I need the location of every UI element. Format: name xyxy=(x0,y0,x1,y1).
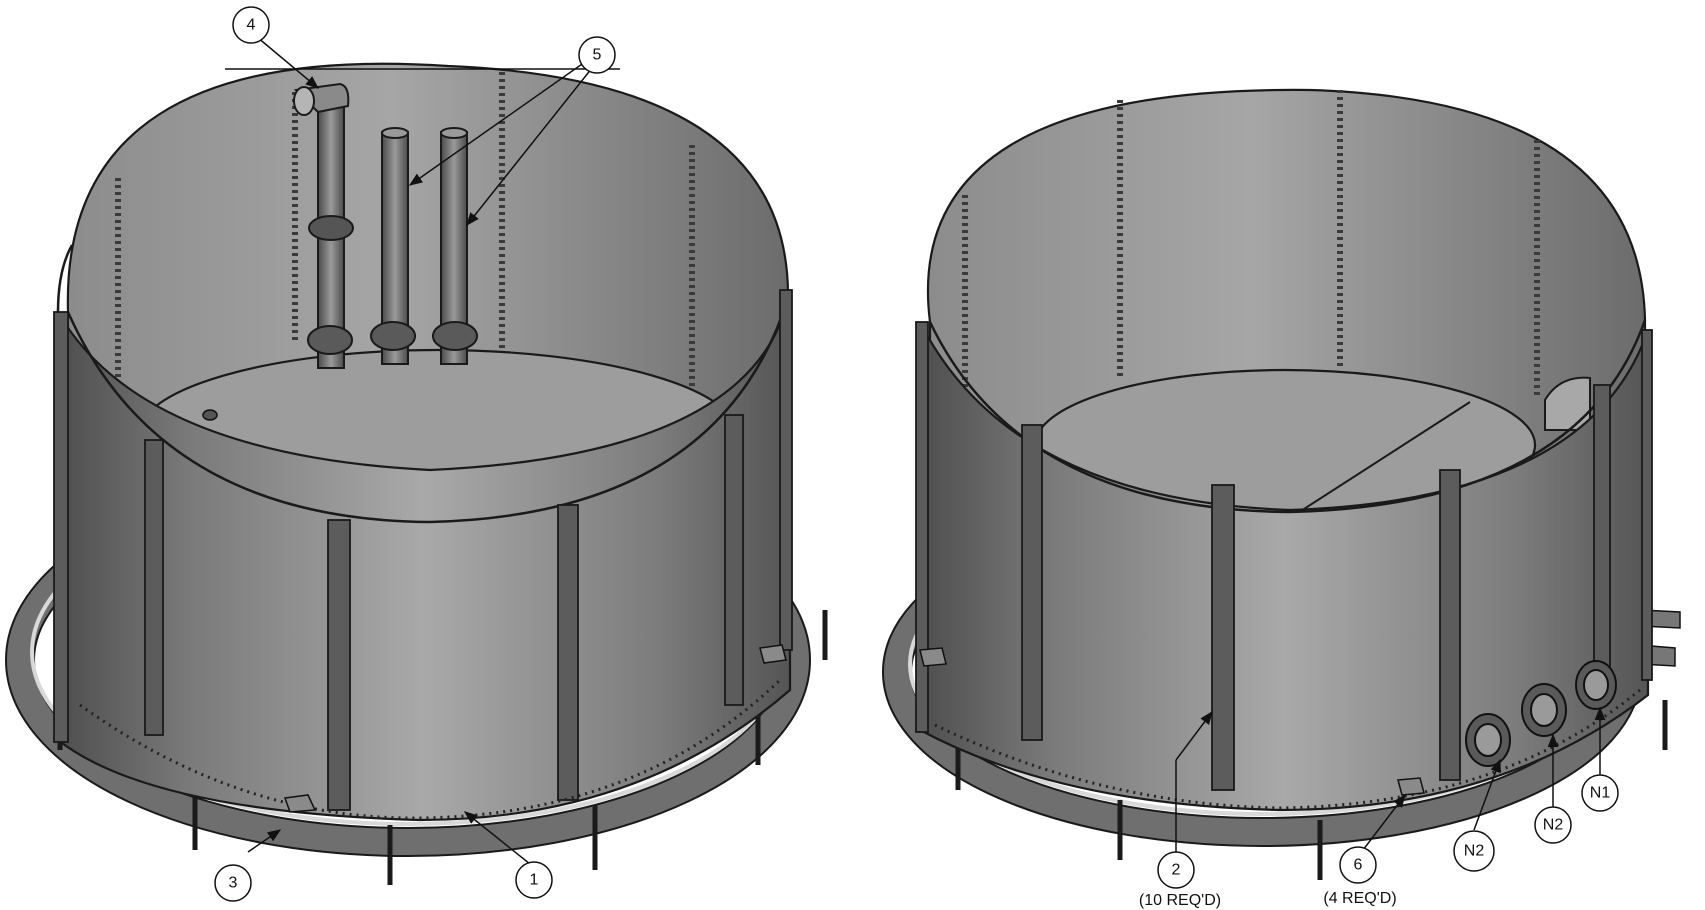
balloon-6-label: 6 xyxy=(1354,857,1363,874)
balloon-5: 5 xyxy=(578,36,616,74)
balloon-3-label: 3 xyxy=(229,875,238,892)
balloon-6: 6 xyxy=(1339,846,1377,884)
pipes-left xyxy=(293,82,478,369)
balloon-5-label: 5 xyxy=(593,47,602,64)
balloon-n1: N1 xyxy=(1581,774,1619,812)
leader-lines xyxy=(225,36,1606,873)
left-tank-view xyxy=(5,62,828,885)
balloon-1-label: 1 xyxy=(530,872,539,889)
balloon-1: 1 xyxy=(515,861,553,899)
stiffeners-left xyxy=(53,289,793,811)
balloon-4: 4 xyxy=(232,6,270,44)
balloon-4-label: 4 xyxy=(247,17,256,34)
balloon-n1-label: N1 xyxy=(1590,785,1611,802)
balloon-n2-lower: N2 xyxy=(1453,830,1495,872)
nozzle-n2-lower xyxy=(1465,713,1511,767)
balloon-n2-upper-label: N2 xyxy=(1543,817,1564,834)
qty-note-6: (4 REQ'D) xyxy=(1323,890,1396,907)
nozzle-n2-upper xyxy=(1521,683,1567,737)
interior-seams-right xyxy=(962,90,1540,430)
qty-note-2: (10 REQ'D) xyxy=(1139,892,1221,909)
balloon-2: 2 xyxy=(1157,851,1195,889)
balloon-n2-lower-label: N2 xyxy=(1464,843,1485,860)
stiffeners-right xyxy=(915,321,1653,791)
right-tank-view xyxy=(882,88,1681,880)
balloon-3: 3 xyxy=(214,864,252,902)
balloon-2-label: 2 xyxy=(1172,862,1181,879)
balloon-n2-upper: N2 xyxy=(1534,806,1572,844)
nozzle-n1 xyxy=(1575,660,1617,710)
